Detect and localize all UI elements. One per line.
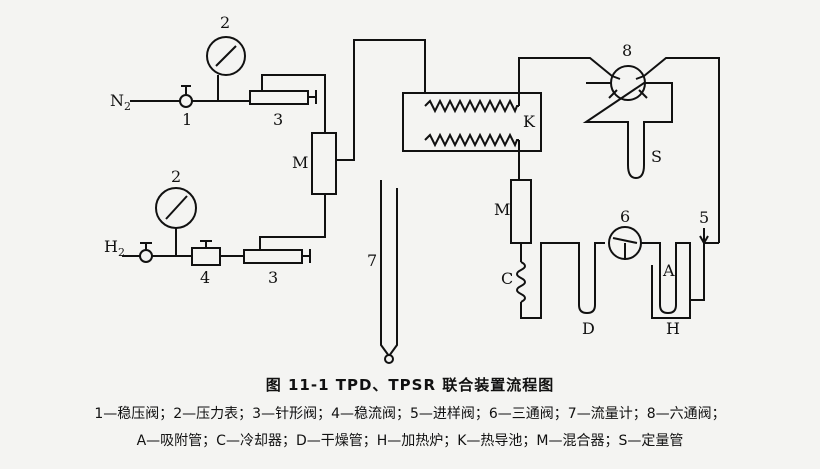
gauge-needle-bottom (165, 195, 188, 220)
label-s: S (651, 147, 662, 166)
label-5: 5 (699, 208, 709, 227)
three-way-valve-handle (612, 237, 638, 260)
regulator-valve-h2 (139, 249, 153, 263)
mixer-m-left (311, 132, 337, 195)
gauge-needle-top (215, 45, 237, 67)
label-h: H (666, 319, 680, 338)
label-3-bottom: 3 (268, 268, 278, 287)
flow-stabilizer-4 (191, 247, 221, 266)
flowmeter-bulb (384, 354, 394, 364)
label-n2: N2 (110, 91, 131, 113)
sample-loop-s (582, 82, 673, 180)
k-to-six-way-line (518, 57, 613, 106)
cooler-to-dryer-line (520, 242, 605, 319)
label-m-right: M (494, 200, 510, 219)
needle-valve-bottom (243, 249, 303, 264)
regulator-stem-h2 (140, 242, 152, 250)
label-a: A (662, 261, 675, 280)
h2-to-mixer-line (259, 194, 326, 250)
label-d: D (582, 319, 595, 338)
label-m-left: M (292, 153, 308, 172)
flowmeter-7 (380, 180, 398, 358)
needle-valve-bottom-stem (302, 249, 311, 263)
thermal-conductivity-cell-k (402, 92, 542, 152)
valve-5-arrow (699, 228, 709, 246)
label-4: 4 (200, 268, 210, 287)
label-h2: H2 (104, 237, 125, 259)
label-6: 6 (620, 207, 630, 226)
label-c: C (501, 269, 513, 288)
six-way-to-outlet-line (643, 57, 720, 243)
mixer-to-k-line (336, 39, 426, 161)
label-2-top: 2 (220, 13, 230, 32)
six-way-valve-ports (608, 75, 648, 99)
label-8: 8 (622, 41, 632, 60)
k-coil-bottom (424, 132, 519, 148)
label-7: 7 (367, 251, 377, 270)
flow-stabilizer-stem (200, 240, 212, 248)
legend-line-1: 1—稳压阀；2—压力表；3—针形阀；4—稳流阀；5—进样阀；6—三通阀；7—流量… (94, 406, 726, 422)
figure-title: 图 11-1 TPD、TPSR 联合装置流程图 (265, 376, 555, 394)
label-1: 1 (182, 110, 192, 129)
regulator-stem-1 (181, 85, 191, 95)
k-coil-top (424, 98, 519, 114)
label-2-bottom: 2 (171, 167, 181, 186)
needle-valve-top-stem (308, 90, 317, 104)
label-3-top: 3 (273, 110, 283, 129)
n2-to-mixer-line (261, 74, 326, 133)
valve6-to-adsorber-line (641, 242, 719, 315)
cooler-c-coil (516, 261, 526, 303)
label-k: K (523, 112, 536, 131)
regulator-valve-1 (179, 94, 193, 108)
needle-valve-top (249, 90, 309, 105)
mixer-m-right (510, 179, 532, 244)
legend-line-2: A—吸附管；C—冷却器；D—干燥管；H—加热炉；K—热导池；M—混合器；S—定量… (136, 433, 684, 449)
heating-furnace-h (651, 265, 691, 319)
